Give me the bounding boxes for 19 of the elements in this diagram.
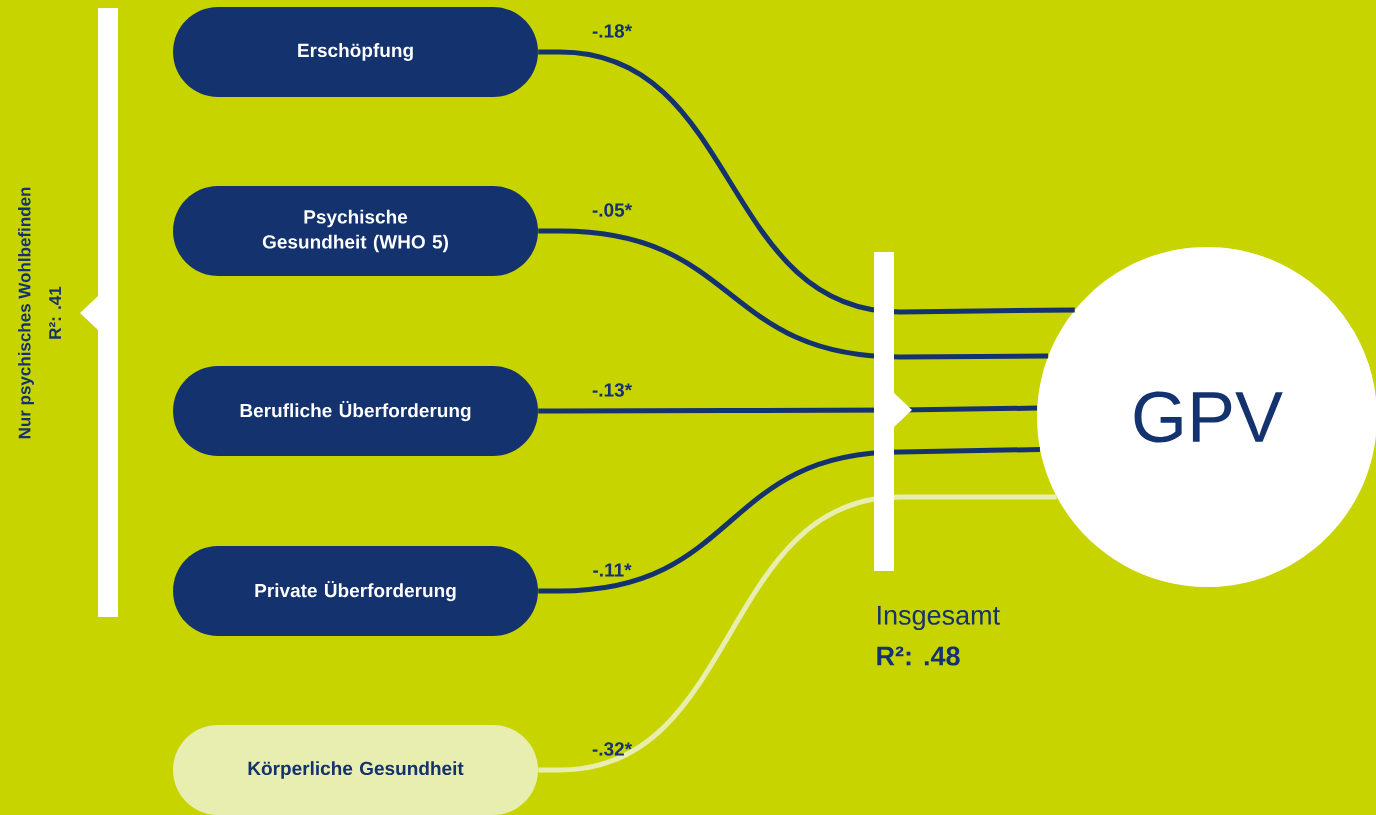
rotated-label: R²: .41 (49, 286, 61, 339)
connector (538, 405, 1038, 414)
edge-label: -.32* (592, 742, 633, 756)
rounded-box: Berufliche Überforderung (173, 366, 538, 456)
rounded-box: Private Überforderung (173, 546, 538, 636)
rounded-box: Körperliche Gesundheit (173, 725, 538, 815)
caption-label: R²: .48 (877, 646, 960, 666)
connector (538, 49, 1075, 315)
edge-label: -.18* (592, 24, 633, 38)
rounded-box: Psychische Gesundheit (WHO 5) (173, 186, 538, 276)
edge-label: -.11* (593, 563, 632, 577)
rounded-box: Erschöpfung (173, 7, 538, 97)
edge-label: -.13* (592, 383, 633, 397)
connector (538, 447, 1040, 594)
connector (538, 228, 1049, 360)
edge-label: -.05* (592, 203, 633, 217)
rotated-label: Nur psychisches Wohlbefinden (18, 187, 34, 439)
caption-label: Insgesamt (878, 605, 1000, 631)
connector (538, 494, 1057, 773)
